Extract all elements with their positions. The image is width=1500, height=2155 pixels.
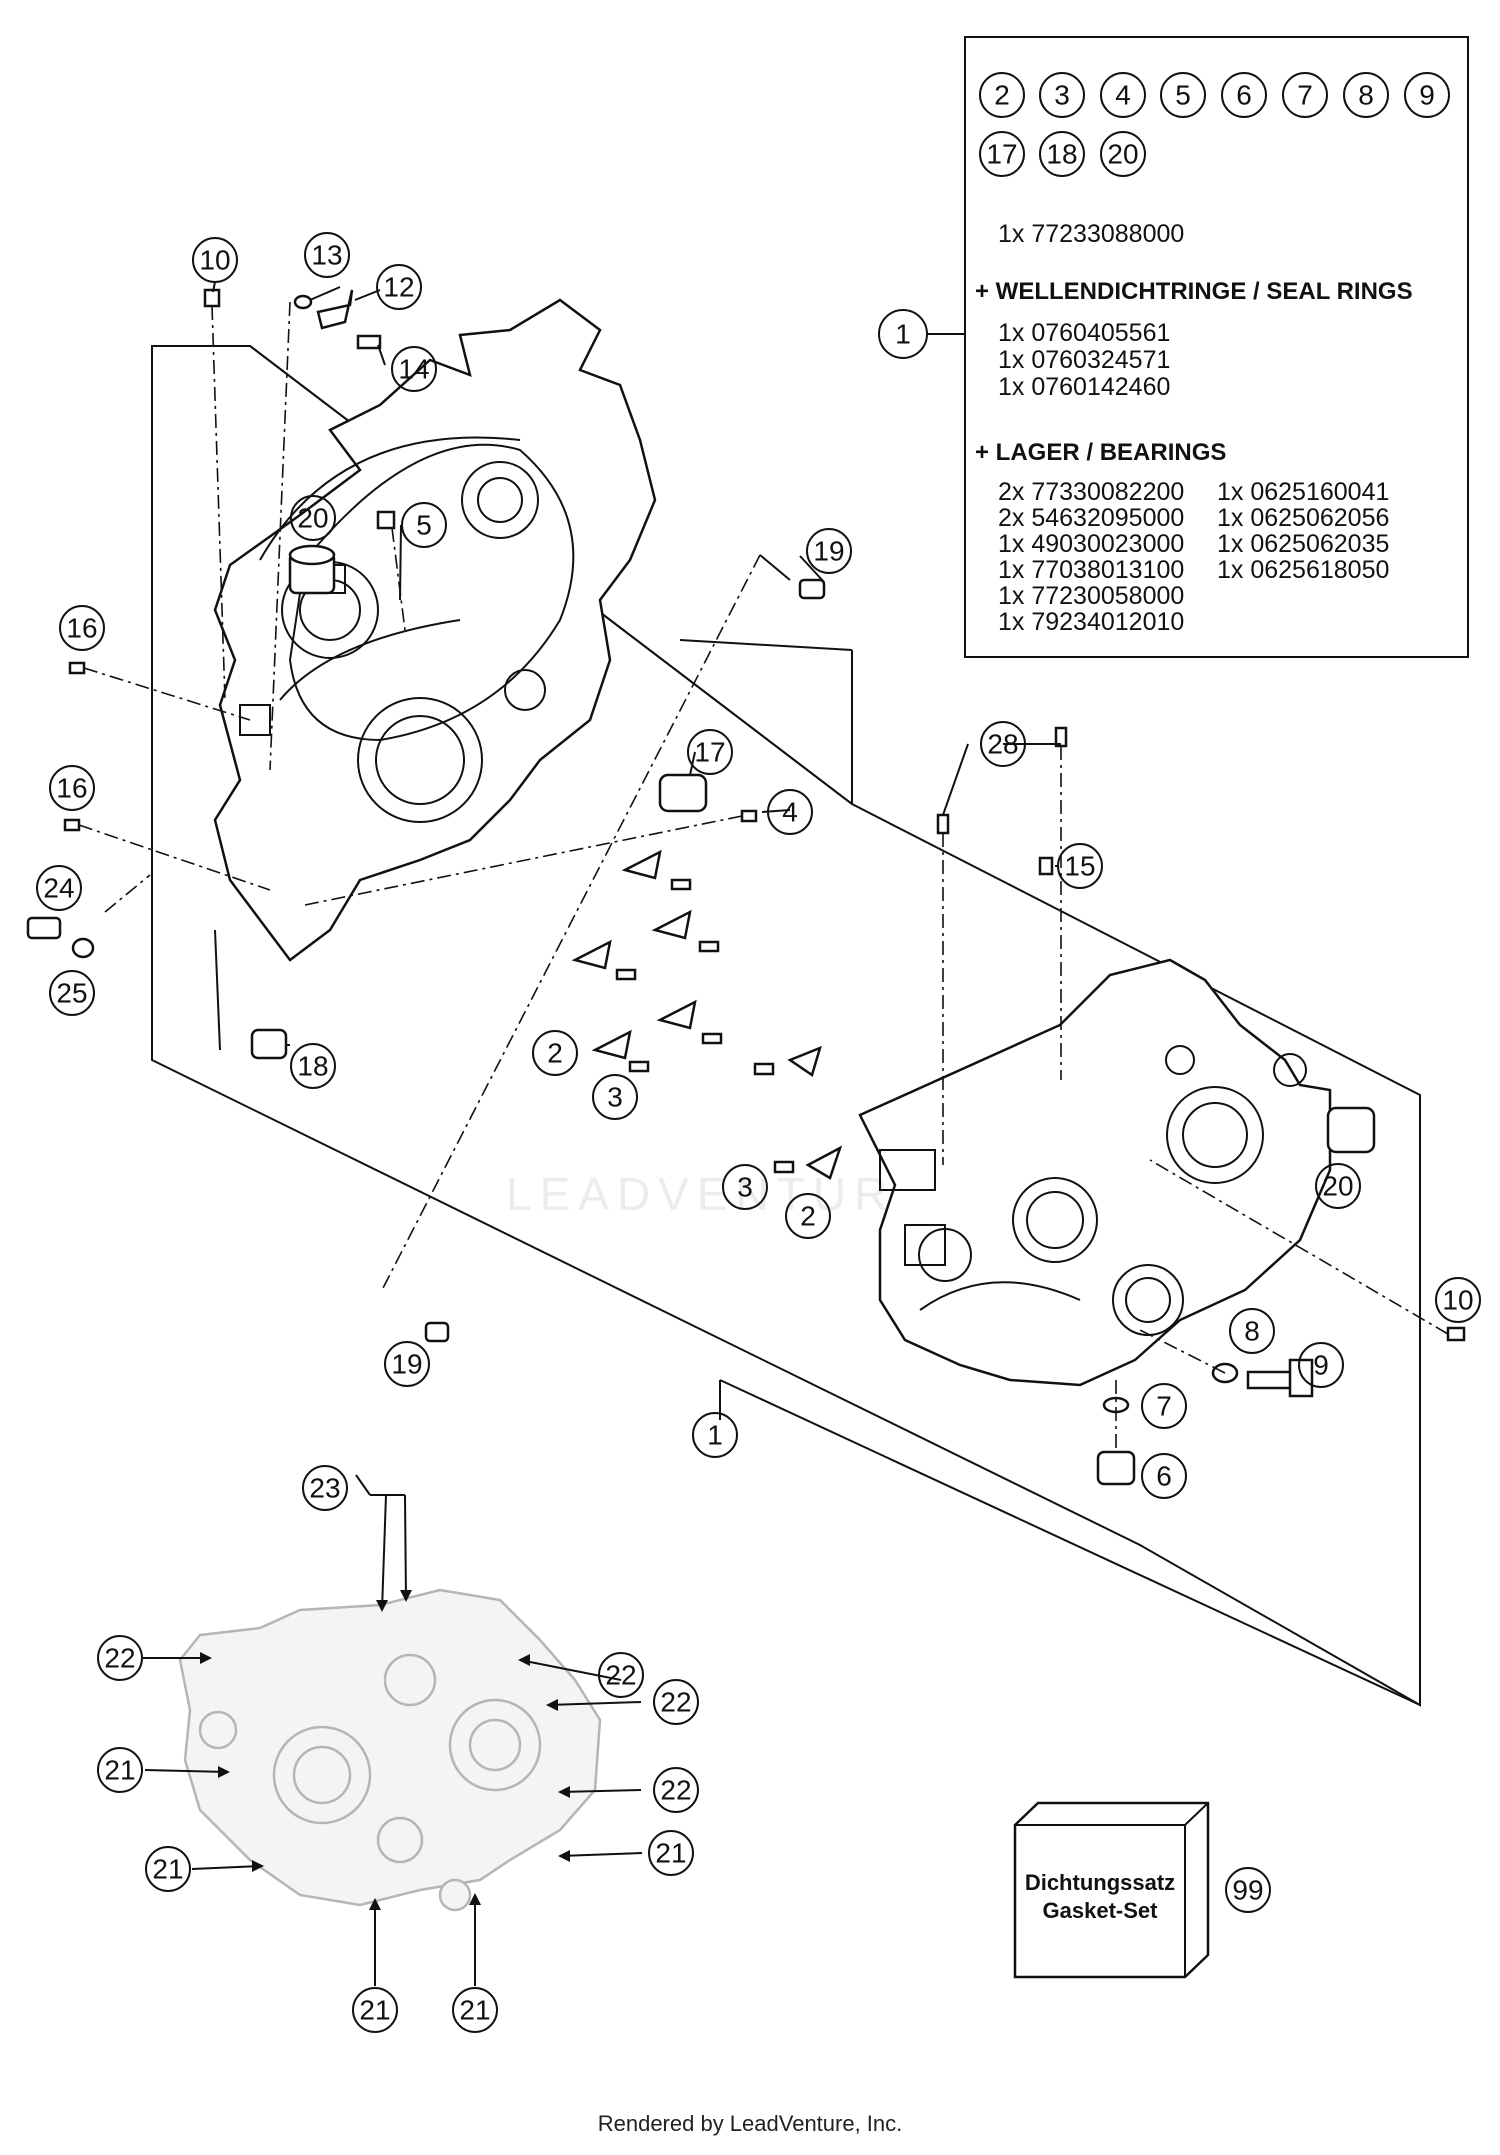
bearing-l3: 1x 49030023000 — [998, 530, 1184, 558]
callout-6: 6 — [1156, 1461, 1172, 1492]
callout-21c: 21 — [655, 1838, 686, 1869]
bottom-view-crankcase — [178, 1588, 602, 1912]
kit-part-17: 17 — [986, 139, 1017, 170]
callout-8: 8 — [1244, 1316, 1260, 1347]
callout-3b: 3 — [737, 1172, 753, 1203]
callout-21b: 21 — [152, 1854, 183, 1885]
callout-10b: 10 — [1442, 1285, 1473, 1316]
watermark: LEADVENTURE — [506, 1168, 934, 1220]
footer-credit: Rendered by LeadVenture, Inc. — [598, 2111, 903, 2136]
gasket-set-box: Dichtungssatz Gasket-Set — [1013, 1801, 1210, 1979]
callout-1: 1 — [707, 1420, 723, 1451]
kit-row2: 17 18 20 — [979, 131, 1146, 177]
callout-20a: 20 — [297, 503, 328, 534]
callout-5: 5 — [416, 510, 432, 541]
bearing-r3: 1x 0625062035 — [1217, 530, 1389, 558]
callout-19b: 19 — [391, 1349, 422, 1380]
callout-18: 18 — [297, 1051, 328, 1082]
gasket-label-en: Gasket-Set — [1043, 1898, 1159, 1923]
callout-22d: 22 — [660, 1775, 691, 1806]
callout-2a: 2 — [547, 1038, 563, 1069]
callout-28: 28 — [987, 729, 1018, 760]
callout-14: 14 — [398, 354, 429, 385]
kit-part-2: 2 — [994, 80, 1010, 111]
kit-part-5: 5 — [1175, 80, 1191, 111]
gasket-label-de: Dichtungssatz — [1025, 1870, 1175, 1895]
kit-part-3: 3 — [1054, 80, 1070, 111]
callout-10a: 10 — [199, 245, 230, 276]
callout-3a: 3 — [607, 1082, 623, 1113]
callout-21e: 21 — [459, 1995, 490, 2026]
callout-7: 7 — [1156, 1391, 1172, 1422]
kit-part-20: 20 — [1107, 139, 1138, 170]
callout-2b: 2 — [800, 1201, 816, 1232]
seal-header: + WELLENDICHTRINGE / SEAL RINGS — [975, 278, 1413, 305]
callout-4: 4 — [782, 797, 798, 828]
bearing-header: + LAGER / BEARINGS — [975, 439, 1226, 466]
arrowheads — [200, 1590, 570, 1910]
callout-24: 24 — [43, 873, 74, 904]
kit-part-4: 4 — [1115, 80, 1131, 111]
callout-13: 13 — [311, 240, 342, 271]
callout-21d: 21 — [359, 1995, 390, 2026]
callouts: 10 13 12 14 20 5 19 16 16 17 4 24 25 18 … — [36, 232, 1481, 2033]
bearing-r2: 1x 0625062056 — [1217, 504, 1389, 532]
callout-16b: 16 — [56, 773, 87, 804]
kit-part-9: 9 — [1419, 80, 1435, 111]
right-crankcase-half — [858, 958, 1332, 1387]
callout-23: 23 — [309, 1473, 340, 1504]
seal-2: 1x 0760324571 — [998, 346, 1170, 374]
left-crankcase-half — [213, 298, 657, 962]
bearing-l5: 1x 77230058000 — [998, 582, 1184, 610]
callout-1-kit: 1 — [895, 319, 911, 350]
kit-part-8: 8 — [1358, 80, 1374, 111]
callout-22a: 22 — [104, 1643, 135, 1674]
bearing-l1: 2x 77330082200 — [998, 478, 1184, 506]
callout-16a: 16 — [66, 613, 97, 644]
callout-22b: 22 — [605, 1660, 636, 1691]
bearing-l2: 2x 54632095000 — [998, 504, 1184, 532]
bearing-l6: 1x 79234012010 — [998, 608, 1184, 636]
callout-20b: 20 — [1322, 1171, 1353, 1202]
seal-3: 1x 0760142460 — [998, 373, 1170, 401]
kit-part-6: 6 — [1236, 80, 1252, 111]
callout-12: 12 — [383, 272, 414, 303]
bearing-l4: 1x 77038013100 — [998, 556, 1184, 584]
gasket-outline — [288, 443, 575, 742]
kit-row1: 2 3 4 5 6 7 8 9 — [979, 72, 1450, 118]
callout-21a: 21 — [104, 1755, 135, 1786]
callout-17: 17 — [694, 737, 725, 768]
callout-22c: 22 — [660, 1687, 691, 1718]
kit-main-part: 1x 77233088000 — [998, 220, 1184, 248]
bearing-r1: 1x 0625160041 — [1217, 478, 1389, 506]
seal-1: 1x 0760405561 — [998, 319, 1170, 347]
callout-99: 99 — [1232, 1875, 1263, 1906]
bearing-r4: 1x 0625618050 — [1217, 556, 1389, 584]
callout-9: 9 — [1313, 1350, 1329, 1381]
kit-part-18: 18 — [1046, 139, 1077, 170]
kit-box: 2 3 4 5 6 7 8 9 17 18 20 1x 77233088000 … — [878, 36, 1469, 658]
callout-15: 15 — [1064, 851, 1095, 882]
callout-19a: 19 — [813, 536, 844, 567]
callout-25: 25 — [56, 978, 87, 1009]
kit-part-7: 7 — [1297, 80, 1313, 111]
